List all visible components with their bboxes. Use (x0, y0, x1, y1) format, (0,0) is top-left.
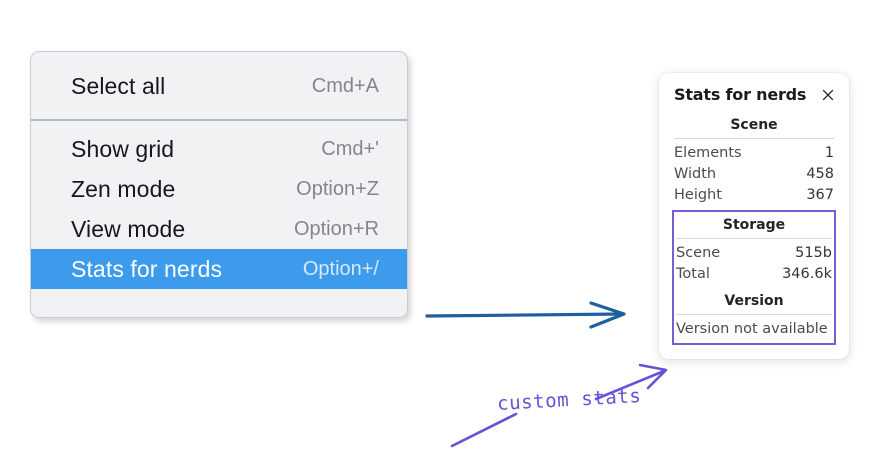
stat-value: 367 (806, 186, 834, 203)
menu-group-1: Select all Cmd+A (31, 52, 407, 119)
stats-panel-title: Stats for nerds (674, 85, 807, 104)
annotation-underline-stroke (450, 412, 518, 448)
section-title: Storage (722, 217, 786, 233)
menu-footer (31, 297, 407, 317)
stat-key: Width (674, 165, 717, 182)
stat-value: 515b (795, 244, 832, 261)
menu-item-shortcut: Cmd+A (311, 74, 379, 97)
stat-key: Height (674, 186, 722, 203)
menu-item-stats-for-nerds[interactable]: Stats for nerds Option+/ (31, 249, 407, 289)
stat-value: 458 (806, 165, 834, 182)
stats-section-scene: Scene Elements 1 Width 458 Height 367 (659, 116, 849, 205)
section-divider (676, 238, 832, 239)
stats-panel[interactable]: Stats for nerds Scene Elements 1 Width 4… (659, 73, 849, 359)
section-divider (676, 314, 832, 315)
stats-section-storage: Storage Scene 515b Total 346.6k (674, 216, 834, 284)
section-spacer (674, 284, 834, 292)
stat-key: Total (676, 265, 710, 282)
menu-item-shortcut: Cmd+' (321, 137, 379, 160)
stat-row: Height 367 (674, 184, 834, 205)
stat-key: Scene (676, 244, 721, 261)
menu-item-select-all[interactable]: Select all Cmd+A (31, 66, 407, 106)
version-text: Version not available (676, 321, 828, 337)
stat-row: Width 458 (674, 163, 834, 184)
stat-row: Scene 515b (676, 242, 832, 263)
menu-item-label: View mode (71, 215, 186, 242)
stat-row: Elements 1 (674, 142, 834, 163)
menu-item-label: Zen mode (71, 175, 176, 202)
menu-item-label: Show grid (71, 135, 175, 162)
menu-item-shortcut: Option+/ (302, 257, 379, 280)
stat-key: Elements (674, 144, 742, 161)
menu-group-2: Show grid Cmd+' Zen mode Option+Z View m… (31, 121, 407, 297)
section-title: Scene (730, 117, 778, 133)
custom-stats-highlight-box: Storage Scene 515b Total 346.6k Version … (672, 210, 836, 345)
menu-item-label: Stats for nerds (71, 255, 223, 282)
menu-item-show-grid[interactable]: Show grid Cmd+' (31, 129, 407, 169)
section-title: Version (724, 293, 784, 309)
context-menu[interactable]: Select all Cmd+A Show grid Cmd+' Zen mod… (30, 51, 408, 318)
menu-item-label: Select all (71, 72, 166, 99)
menu-item-shortcut: Option+Z (296, 177, 379, 200)
stats-panel-header: Stats for nerds (659, 85, 849, 104)
menu-separator (31, 119, 407, 121)
annotation-label-custom-stats: custom stats (496, 384, 642, 416)
close-icon[interactable] (820, 87, 836, 103)
stat-row: Total 346.6k (676, 263, 832, 284)
arrow-right-icon (425, 301, 626, 329)
menu-item-view-mode[interactable]: View mode Option+R (31, 209, 407, 249)
stats-section-version: Version Version not available (674, 292, 834, 337)
menu-item-shortcut: Option+R (293, 217, 379, 240)
stat-value: 346.6k (782, 265, 832, 282)
stat-value: 1 (824, 144, 834, 161)
section-divider (674, 138, 834, 139)
menu-item-zen-mode[interactable]: Zen mode Option+Z (31, 169, 407, 209)
